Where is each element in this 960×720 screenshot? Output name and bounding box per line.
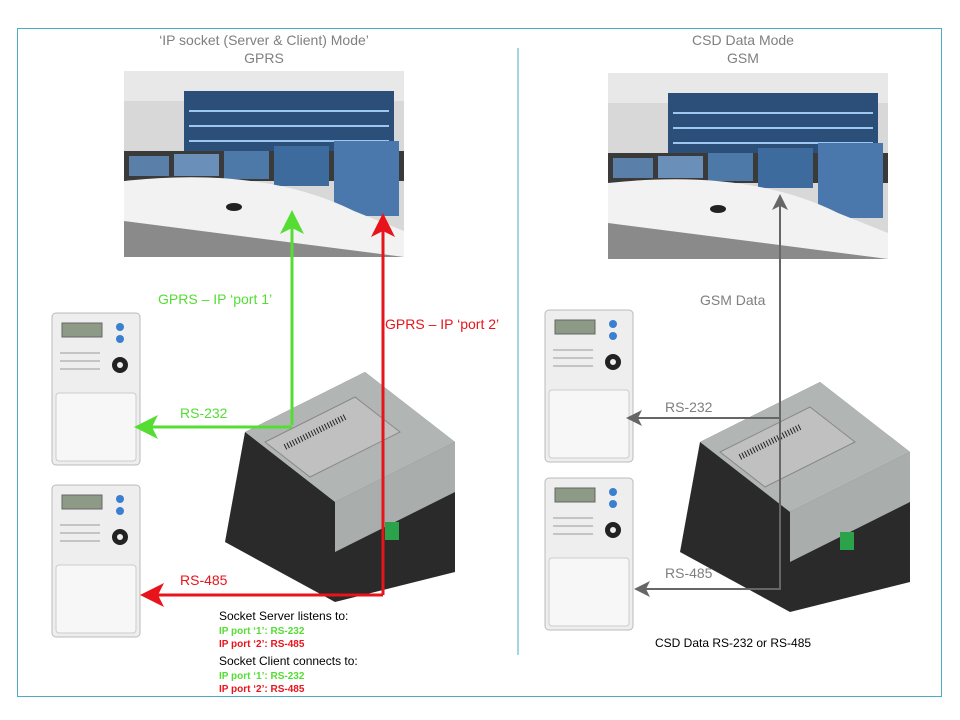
left-title: ‘IP socket (Server & Client) Mode’ [159, 32, 369, 48]
server-port1: IP port ‘1’: RS-232 [219, 626, 305, 637]
right-subtitle: GSM [727, 50, 759, 66]
modem-photo [225, 372, 455, 602]
rs232-label: RS-232 [180, 405, 228, 421]
client-port1: IP port ‘1’: RS-232 [219, 671, 305, 682]
csd-caption: CSD Data RS-232 or RS-485 [655, 636, 811, 650]
frame [17, 28, 942, 697]
meter-rs485 [544, 477, 634, 631]
modem-photo [680, 382, 910, 612]
rs232-label: RS-232 [665, 399, 713, 415]
meter-rs485 [51, 484, 141, 638]
port1-label: GPRS – IP ‘port 1’ [158, 291, 272, 307]
right-title: CSD Data Mode [692, 32, 794, 48]
client-port2: IP port ‘2’: RS-485 [219, 684, 305, 695]
meter-rs232 [544, 309, 634, 463]
left-subtitle: GPRS [244, 50, 284, 66]
rs485-label: RS-485 [665, 565, 713, 581]
meter-rs232 [51, 312, 141, 466]
gsm-label: GSM Data [700, 292, 766, 308]
control-room-photo [607, 72, 889, 260]
rs485-label: RS-485 [180, 572, 228, 588]
control-room-photo [123, 70, 405, 258]
client-heading: Socket Client connects to: [219, 654, 358, 668]
port2-label: GPRS – IP ‘port 2’ [385, 316, 499, 332]
server-port2: IP port ‘2’: RS-485 [219, 639, 305, 650]
server-heading: Socket Server listens to: [219, 609, 348, 623]
